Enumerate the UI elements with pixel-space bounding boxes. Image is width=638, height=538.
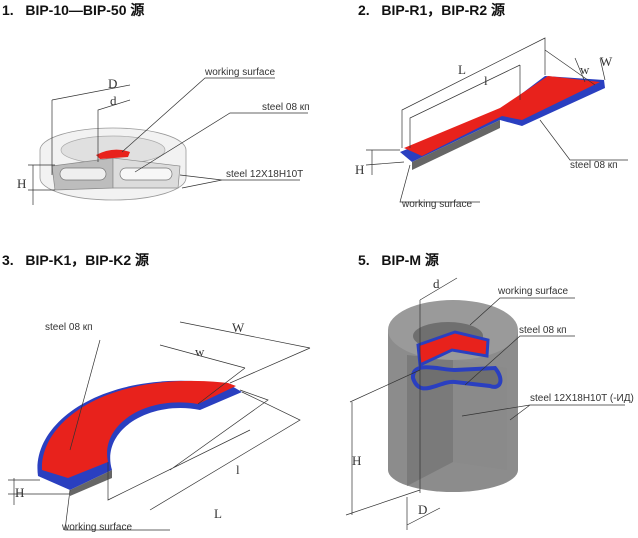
dim-W: W (232, 320, 245, 335)
label-steel-12x18h10t: steel 12X18H10T (-ИД) (530, 393, 634, 404)
dim-w: w (580, 62, 590, 77)
dim-l: l (484, 73, 488, 88)
label-steel-08: steel 08 кп (570, 160, 618, 171)
dim-H: H (352, 453, 361, 468)
dim-D: D (108, 76, 117, 91)
panel-1-title: 1. BIP-10—BIP-50 源 (2, 2, 145, 18)
label-steel-12x18h10t: steel 12X18H10T (226, 169, 303, 180)
panel-3-title: 3. BIP-K1，BIP-K2 源 (2, 252, 150, 268)
label-working-surface: working surface (497, 286, 568, 297)
label-steel-08: steel 08 кп (45, 322, 93, 333)
bip-k-crescent-drawing: W w l L H steel 08 кп working surface (8, 320, 311, 533)
dim-L: L (458, 62, 466, 77)
dim-D: D (418, 502, 427, 517)
label-steel-08: steel 08 кп (519, 325, 567, 336)
dim-L: L (214, 506, 222, 521)
label-working-surface: working surface (401, 199, 472, 210)
dim-W: W (600, 54, 613, 69)
dim-d: d (110, 93, 117, 108)
working-surface-patch (96, 149, 130, 159)
label-working-surface: working surface (61, 522, 132, 533)
dim-H: H (15, 485, 24, 500)
dim-w: w (195, 344, 205, 359)
dim-l: l (236, 462, 240, 477)
dim-H: H (17, 176, 26, 191)
dim-d: d (433, 276, 440, 291)
panel-2-title: 2. BIP-R1，BIP-R2 源 (358, 2, 506, 18)
label-working-surface: working surface (204, 67, 275, 78)
bip-r-bar-drawing: L l w W H steel 08 кп working surface (355, 37, 628, 210)
panel-5-title: 5. BIP-M 源 (358, 252, 439, 268)
dim-H: H (355, 162, 364, 177)
bip-m-cylinder-drawing: d H D working surface steel 08 кп steel … (345, 276, 634, 530)
label-steel-08: steel 08 кп (262, 102, 310, 113)
bip-10-disc-drawing: D d H working surface steel 08 кп steel … (17, 67, 310, 205)
